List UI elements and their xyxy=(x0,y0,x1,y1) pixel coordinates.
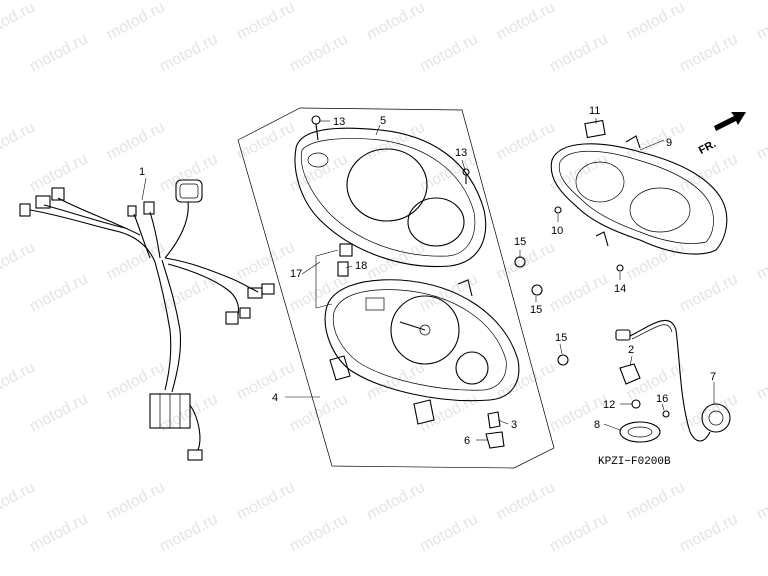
watermark-text: motod.ru xyxy=(157,151,221,196)
watermark-text: motod.ru xyxy=(104,479,168,524)
watermark-text: motod.ru xyxy=(104,119,168,164)
callout-1: 1 xyxy=(139,166,145,178)
watermark-text: motod.ru xyxy=(287,391,351,436)
watermark-text: motod.ru xyxy=(27,31,91,76)
wire-harness xyxy=(19,179,275,461)
callout-5: 5 xyxy=(380,115,386,127)
watermark-text: motod.ru xyxy=(677,151,741,196)
watermark-text: motod.ru xyxy=(364,479,428,524)
callout-11: 11 xyxy=(589,105,600,117)
watermark-text: motod.ru xyxy=(677,271,741,316)
watermark-text: motod.ru xyxy=(494,0,558,44)
watermark-text: motod.ru xyxy=(104,359,168,404)
watermark-text: motod.ru xyxy=(754,119,768,164)
meter-upper-cover xyxy=(294,127,487,268)
watermark-text: motod.ru xyxy=(0,0,38,44)
callout-10: 10 xyxy=(551,225,563,237)
watermark-text: motod.ru xyxy=(234,479,298,524)
watermark-text: motod.ru xyxy=(0,119,38,164)
watermark-text: motod.ru xyxy=(547,511,611,556)
watermark-text: motod.ru xyxy=(27,511,91,556)
callout-12: 12 xyxy=(603,399,615,411)
watermark-text: motod.ru xyxy=(364,359,428,404)
watermark-text: motod.ru xyxy=(287,511,351,556)
callout-18: 18 xyxy=(355,260,367,272)
watermark-text: motod.ru xyxy=(624,0,688,44)
watermark-text: motod.ru xyxy=(0,359,38,404)
watermark-text: motod.ru xyxy=(624,479,688,524)
watermark-text: motod.ru xyxy=(494,119,558,164)
watermark-text: motod.ru xyxy=(677,391,741,436)
watermark-text: motod.ru xyxy=(754,359,768,404)
callout-13-right: 13 xyxy=(455,147,467,159)
watermark-text: motod.ru xyxy=(754,479,768,524)
front-arrow-icon xyxy=(714,112,746,131)
diagram-reference-code: KPZI−F0200B xyxy=(598,456,671,468)
callout-2: 2 xyxy=(628,344,634,356)
front-direction-label: FR. xyxy=(697,138,718,157)
watermark-text: motod.ru xyxy=(27,151,91,196)
callout-15-c: 15 xyxy=(555,332,567,344)
callout-13-top: 13 xyxy=(333,116,345,128)
watermark-text: motod.ru xyxy=(234,239,298,284)
assembly-outline xyxy=(237,107,555,469)
callout-labels: 1 5 13 13 17 18 4 15 15 15 3 6 11 9 10 1… xyxy=(139,105,718,468)
watermark-text: motod.ru xyxy=(754,0,768,44)
callout-6: 6 xyxy=(464,435,470,447)
watermark-text: motod.ru xyxy=(494,479,558,524)
watermark-text: motod.ru xyxy=(417,391,481,436)
callout-3: 3 xyxy=(511,419,517,431)
callout-14: 14 xyxy=(614,283,626,295)
callout-15-b: 15 xyxy=(530,304,542,316)
watermark-text: motod.ru xyxy=(104,0,168,44)
watermark-text: motod.ru xyxy=(417,31,481,76)
watermark-text: motod.ru xyxy=(677,511,741,556)
callout-15-a: 15 xyxy=(514,236,526,248)
speed-sensor-assembly xyxy=(615,319,731,443)
watermark-text: motod.ru xyxy=(547,391,611,436)
watermark-text: motod.ru xyxy=(27,391,91,436)
watermark-text: motod.ru xyxy=(624,239,688,284)
watermark-text: motod.ru xyxy=(157,511,221,556)
watermark-text: motod.ru xyxy=(27,271,91,316)
callout-9: 9 xyxy=(666,137,672,149)
watermark-text: motod.ru xyxy=(157,31,221,76)
meter-body xyxy=(324,279,520,425)
watermark-text: motod.ru xyxy=(364,0,428,44)
watermark-text: motod.ru xyxy=(547,271,611,316)
watermark-text: motod.ru xyxy=(287,31,351,76)
meter-visor xyxy=(550,119,728,272)
callout-8: 8 xyxy=(594,419,600,431)
callout-7: 7 xyxy=(710,371,716,383)
watermark-text: motod.ru xyxy=(364,119,428,164)
watermark-text: motod.ru xyxy=(754,239,768,284)
callout-16: 16 xyxy=(656,393,668,405)
watermark-text: motod.ru xyxy=(417,511,481,556)
watermark-text: motod.ru xyxy=(0,479,38,524)
watermark-text: motod.ru xyxy=(547,31,611,76)
callout-17: 17 xyxy=(290,268,302,280)
watermark-text: motod.ru xyxy=(157,391,221,436)
watermark-text: motod.ru xyxy=(677,31,741,76)
watermark-text: motod.ru xyxy=(0,239,38,284)
leader-lines xyxy=(141,118,715,441)
watermark-text: motod.ru xyxy=(234,0,298,44)
callout-4: 4 xyxy=(272,392,278,404)
